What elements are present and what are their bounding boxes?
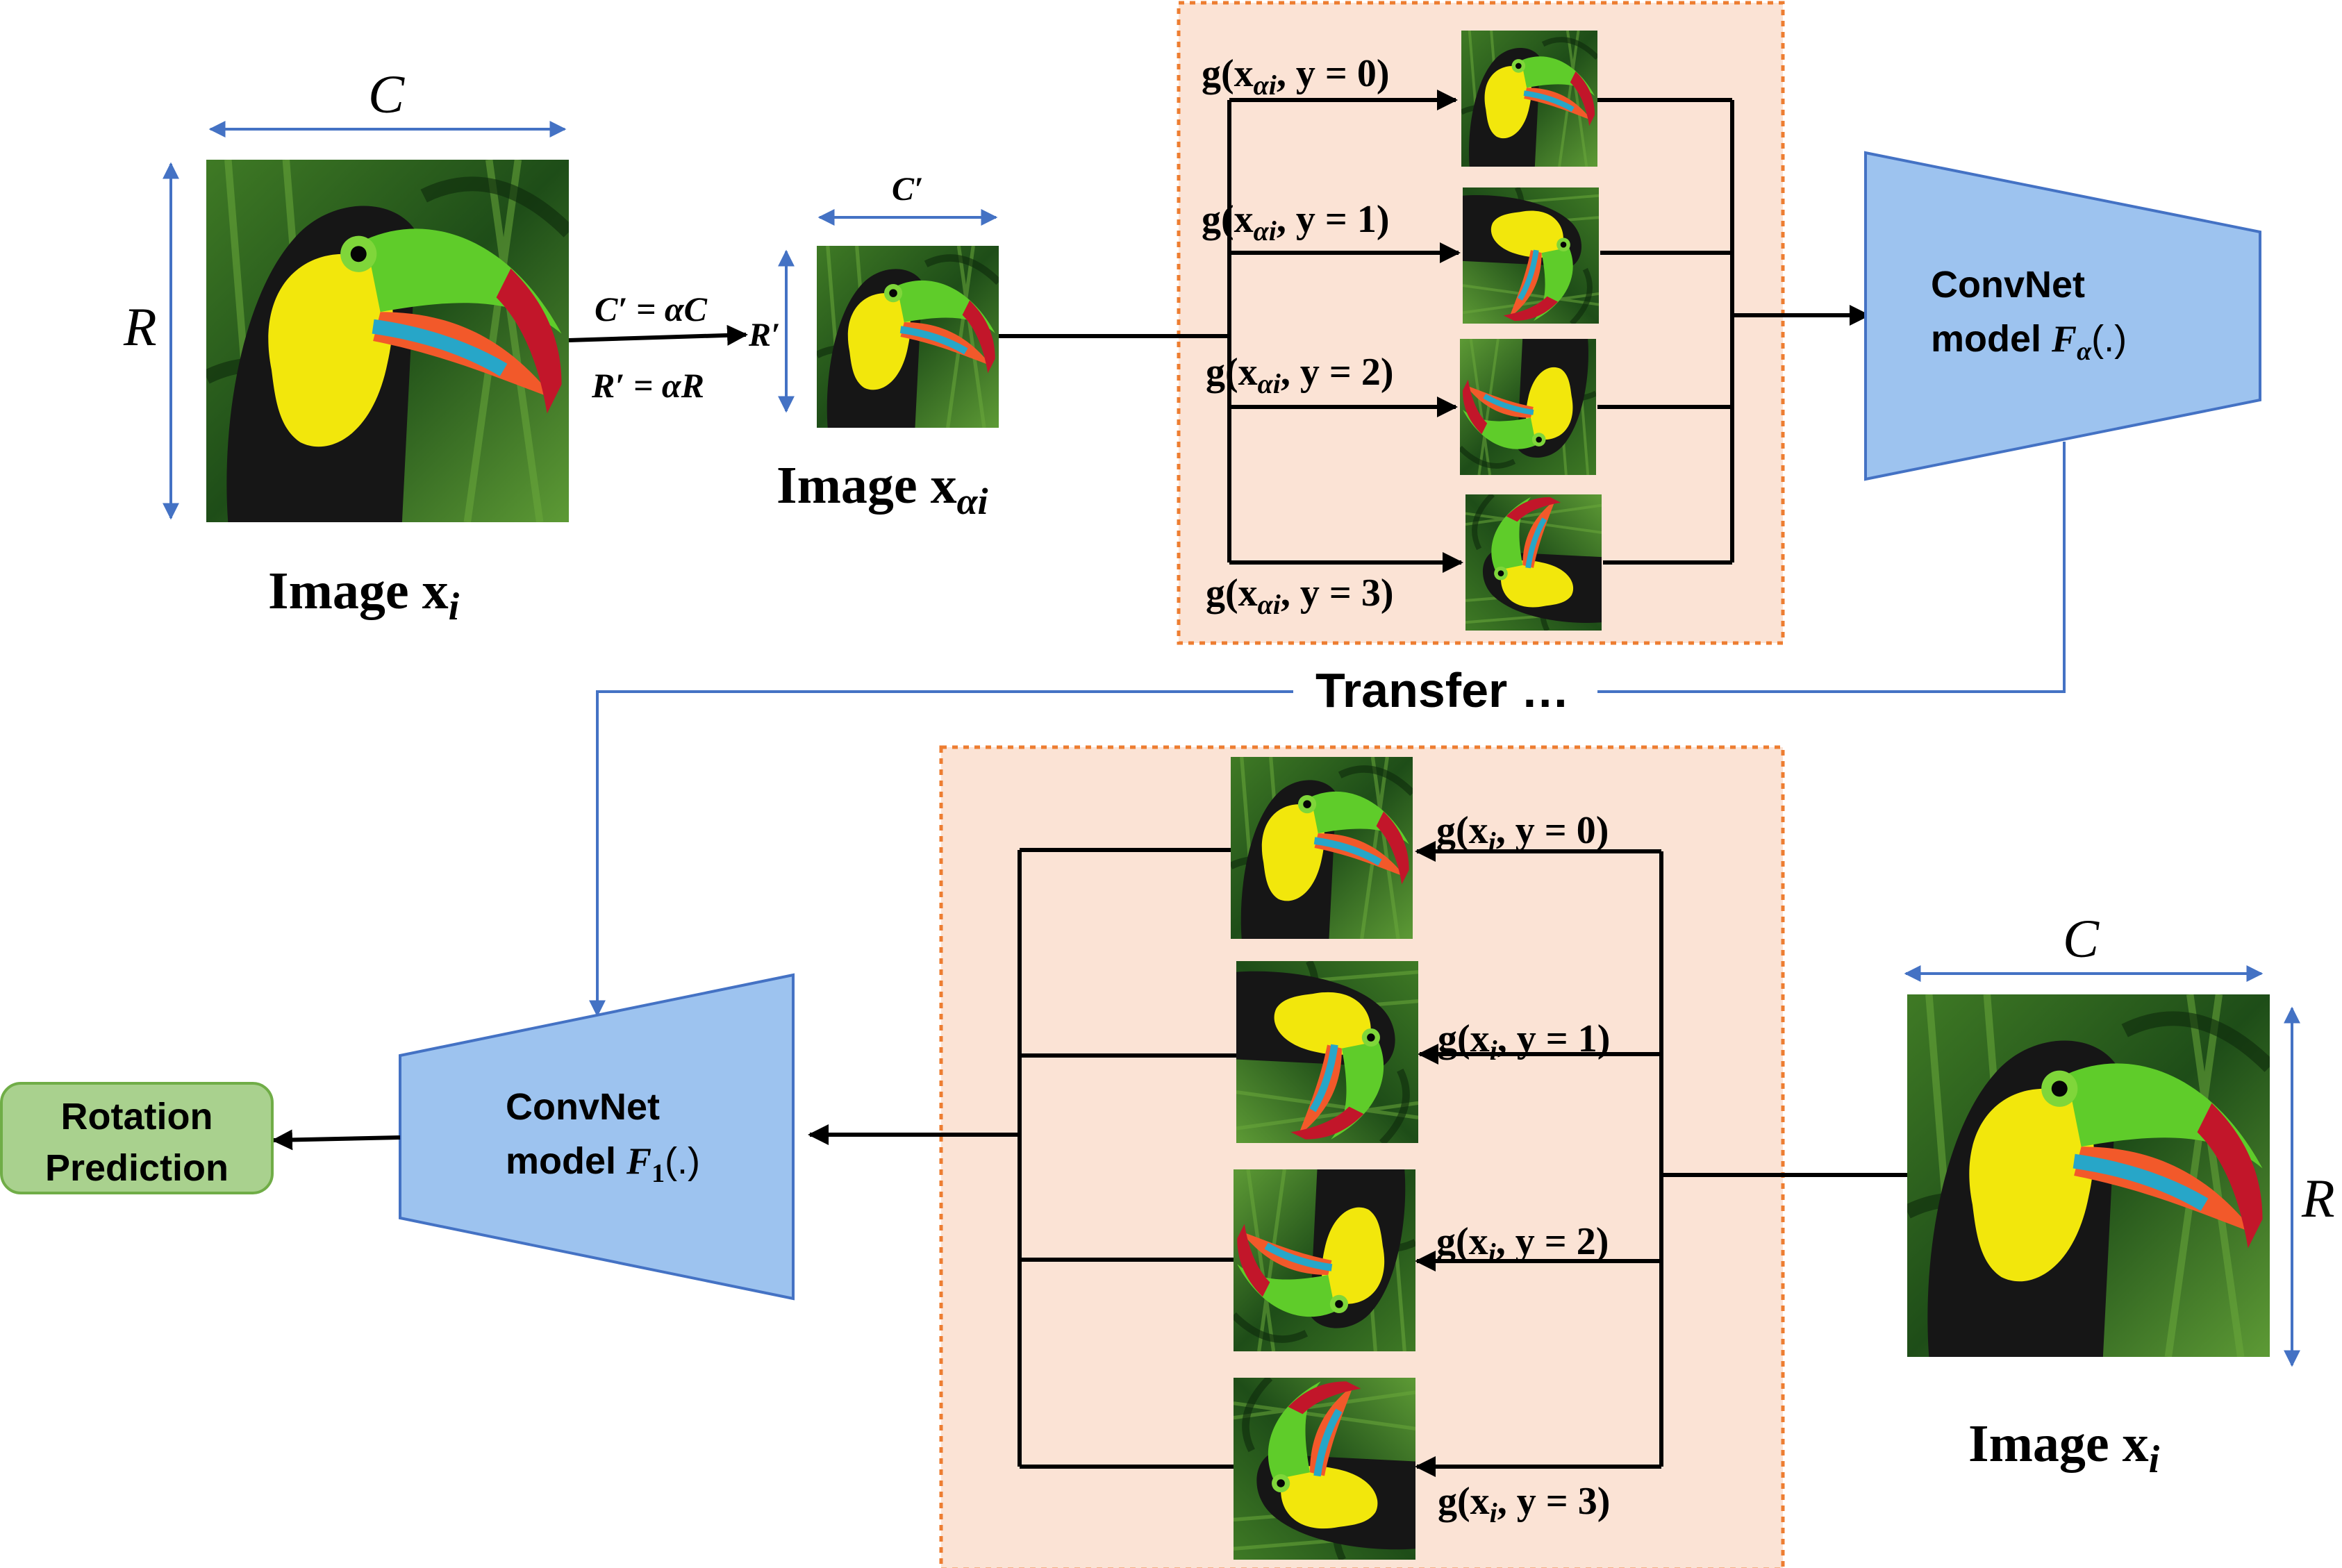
bottom-rotation-label-0: g(xi, y = 0) [1436, 809, 1609, 858]
convnet-top-shape [1864, 151, 2261, 481]
top-rotated-image-2 [1460, 339, 1596, 475]
resize-step: C′ = αC R′ = αR [568, 290, 748, 405]
small-image-group: C′ R′ Image xαi [748, 171, 999, 522]
bottom-width-label: C [2063, 908, 2100, 969]
output-line1: Rotation [61, 1096, 213, 1137]
transfer-connector: Transfer … [589, 442, 2066, 1017]
top-rotation-label-0: g(xαi, y = 0) [1202, 52, 1389, 101]
bottom-image-caption: Image xi [1968, 1415, 2160, 1481]
to-output-arrow [272, 1129, 401, 1151]
bottom-height-label: R [2301, 1168, 2335, 1228]
toucan-image-small [817, 246, 999, 428]
transfer-line-left [589, 690, 1293, 1017]
small-height-label: R′ [748, 317, 781, 353]
top-rotation-label-3: g(xαi, y = 3) [1206, 572, 1393, 620]
rotation-prediction-box: Rotation Prediction [0, 1082, 274, 1194]
bottom-input-image-group: C R Image xi [1904, 908, 2335, 1481]
convnet-top-line1: ConvNet [1931, 264, 2085, 306]
bottom-rotated-image-1 [1236, 961, 1418, 1143]
top-rotation-labels: g(xαi, y = 0) g(xαi, y = 1) g(xαi, y = 2) g… [1202, 52, 1393, 620]
top-rotated-image-0 [1461, 31, 1597, 167]
top-rotation-label-1: g(xαi, y = 1) [1202, 198, 1389, 247]
toucan-image-bottom [1907, 994, 2270, 1357]
convnet-top-line2: model Fα(.) [1931, 318, 2127, 366]
top-rotated-image-1 [1463, 187, 1599, 324]
resize-eq-c: C′ = αC [595, 290, 708, 328]
resize-eq-r: R′ = αR [591, 366, 704, 405]
output-line2: Prediction [45, 1147, 229, 1189]
convnet-bottom: ConvNet model F1(.) [399, 973, 795, 1301]
top-branch-lines [999, 90, 1870, 573]
convnet-bottom-shape [399, 973, 795, 1301]
bottom-rotated-image-2 [1234, 1169, 1415, 1351]
toucan-image-large [206, 160, 569, 522]
convnet-bottom-line1: ConvNet [506, 1086, 660, 1128]
output-box [0, 1082, 274, 1194]
bottom-rotation-labels: g(xi, y = 0) g(xi, y = 1) g(xi, y = 2) g(xi… [1436, 809, 1610, 1528]
top-rotation-label-2: g(xαi, y = 2) [1206, 351, 1393, 399]
transfer-line-right [1597, 442, 2066, 693]
bottom-rotation-label-2: g(xi, y = 2) [1436, 1220, 1609, 1269]
top-input-image-group: C R Image xi [123, 64, 569, 628]
small-width-label: C′ [892, 171, 924, 208]
image-caption: Image xi [268, 562, 460, 628]
convnet-bottom-line2: model F1(.) [506, 1140, 700, 1188]
bottom-rotation-label-3: g(xi, y = 3) [1438, 1480, 1610, 1528]
small-image-caption: Image xαi [776, 456, 988, 522]
height-label: R [123, 297, 157, 357]
bottom-rotated-image-3 [1234, 1378, 1415, 1560]
bottom-rotation-label-1: g(xi, y = 1) [1438, 1017, 1610, 1066]
convnet-top: ConvNet model Fα(.) [1864, 151, 2261, 481]
resize-arrow [568, 324, 748, 346]
bottom-rotated-image-0 [1231, 757, 1413, 939]
transfer-label: Transfer … [1315, 663, 1570, 717]
top-rotated-image-3 [1465, 494, 1602, 631]
width-label: C [368, 64, 405, 124]
